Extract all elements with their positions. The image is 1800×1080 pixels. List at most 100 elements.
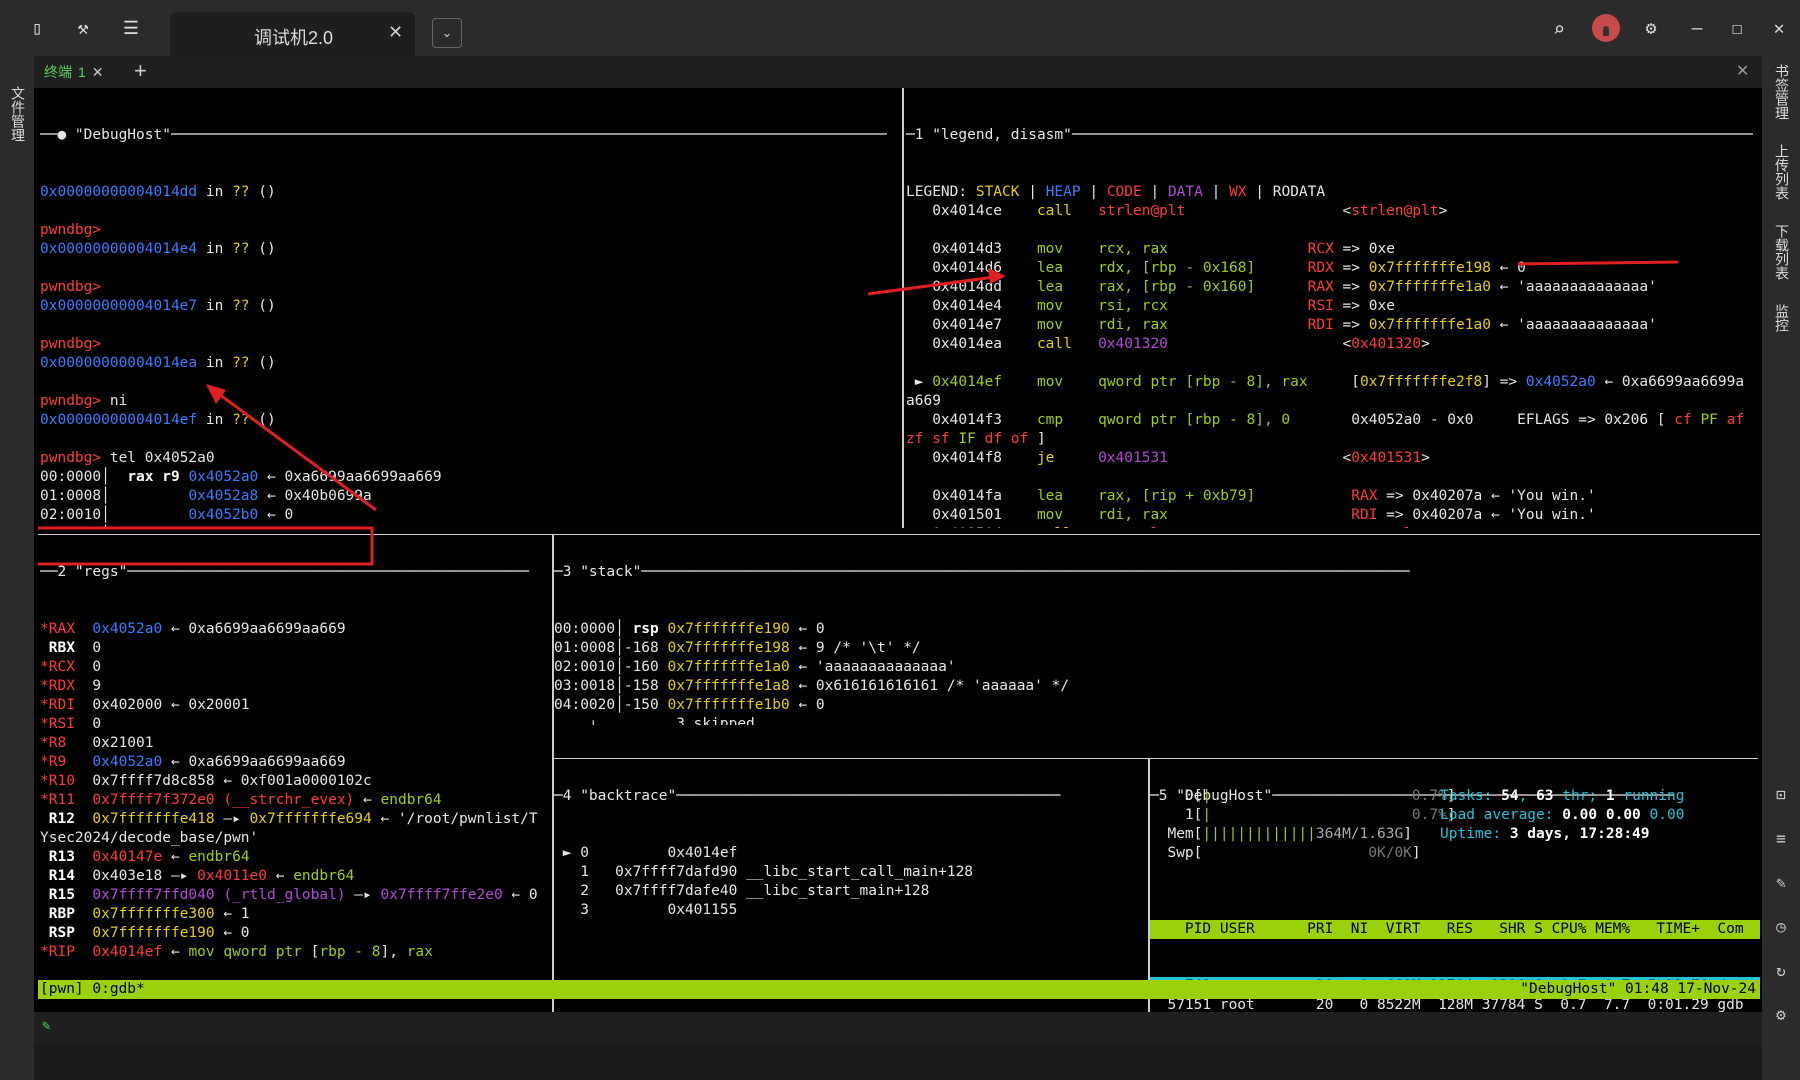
text-segment: | — [1019, 184, 1046, 200]
register-row: R14 0x403e18 —▸ 0x4011e0 ← endbr64 — [40, 867, 552, 886]
close-window-icon[interactable]: ✕ — [1773, 18, 1785, 39]
text-segment: 0x401531 — [1098, 450, 1168, 466]
pane-divider[interactable] — [1148, 758, 1150, 1068]
text-segment: 0x7fffffffe198 — [1368, 260, 1491, 276]
process-row[interactable]: 57151 root 20 0 8522M 128M 37784 S 0.7 7… — [1150, 997, 1744, 1013]
list-icon[interactable]: ≡ — [1776, 829, 1786, 848]
close-panel-icon[interactable]: ✕ — [1736, 63, 1750, 80]
gear-icon[interactable]: ⚙ — [1645, 18, 1657, 39]
text-segment: HEAP — [1045, 184, 1081, 200]
text-segment: > — [1438, 203, 1448, 219]
refresh-icon[interactable]: ↻ — [1776, 961, 1786, 980]
text-segment: qword ptr [rbp - 8], 0 — [1098, 412, 1291, 428]
tab-close-icon[interactable]: ✕ — [91, 64, 104, 80]
text-segment: ?? — [232, 355, 250, 371]
text-segment: 0x401504 — [906, 526, 1037, 528]
pane-divider[interactable] — [902, 88, 904, 528]
add-tab-button[interactable]: + — [134, 58, 147, 83]
text-segment: 0x00000000004014dd — [40, 184, 198, 200]
htop-meter: 1[| 0.7%] — [1150, 806, 1456, 825]
text-segment: mov qword ptr — [188, 944, 311, 960]
stack-pane[interactable]: ─3 "stack"──────────────────────────────… — [554, 525, 1758, 725]
text-segment — [1168, 507, 1351, 523]
text-segment: 0[ — [1150, 788, 1203, 804]
backtrace-pane[interactable]: ─4 "backtrace"──────────────────────────… — [554, 749, 1146, 1049]
sidebar-item-uploads[interactable]: 上传列表 — [1774, 144, 1790, 200]
text-segment — [1211, 788, 1412, 804]
avatar[interactable] — [1592, 14, 1620, 42]
tab-debug-machine[interactable]: 调试机2.0 ✕ — [170, 12, 415, 56]
stack-row: ... ↓ 3 skipped — [554, 715, 1758, 725]
text-segment: < — [1167, 336, 1352, 352]
text-segment: pwndbg> — [40, 393, 102, 409]
tmux-session[interactable]: [pwn] 0:gdb* — [40, 981, 145, 997]
minimize-icon[interactable]: — — [1691, 18, 1703, 39]
sidebar-item-monitor[interactable]: 监控 — [1774, 304, 1790, 332]
regs-pane[interactable]: ──2 "regs"──────────────────────────────… — [40, 525, 552, 1055]
console-line: pwndbg> ni — [40, 392, 900, 411]
process-table-header[interactable]: PID USER PRI NI VIRT RES SHR S CPU% MEM%… — [1150, 920, 1760, 939]
history-icon[interactable]: ◷ — [1776, 917, 1786, 936]
text-segment: puts@plt — [1098, 526, 1168, 528]
tab-dropdown-button[interactable]: ⌄ — [432, 18, 462, 48]
settings-icon[interactable]: ⚙ — [1776, 1005, 1786, 1024]
disasm-line: 0x4014e4 mov rsi, rcx RSI => 0xe — [906, 297, 1756, 316]
text-segment: 0x7fffffffe1a8 — [667, 678, 790, 694]
text-segment: ← 0 — [1490, 260, 1526, 276]
disasm-line: zf sf IF df of ] — [906, 430, 1756, 449]
text-segment: mov — [1036, 374, 1064, 390]
console-line: 01:0008│ 0x4052a8 ← 0x40b0699a — [40, 487, 900, 506]
pane-divider[interactable] — [38, 534, 1760, 535]
terminal-screen[interactable]: ──● "DebugHost"─────────────────────────… — [38, 88, 1760, 1068]
text-segment: 0x00000000004014e7 — [40, 298, 198, 314]
pane-divider[interactable] — [554, 758, 1758, 759]
text-segment: ], — [380, 944, 407, 960]
text-segment: 0x00000000004014ef — [40, 412, 198, 428]
text-segment: RDX — [1307, 260, 1334, 276]
text-segment: 0x21001 — [66, 735, 154, 751]
text-segment: rsp — [632, 621, 659, 637]
pane-divider[interactable] — [552, 534, 554, 1068]
text-segment: () — [249, 355, 276, 371]
bookmark-icon[interactable]: ▯ — [31, 18, 43, 39]
text-segment: 0x401501 — [906, 507, 1037, 523]
disasm-pane[interactable]: ─1 "legend, disasm"─────────────────────… — [906, 88, 1756, 528]
text-segment: ← '/root/pwnlist/T — [371, 811, 538, 827]
pen-icon[interactable]: ✎ — [42, 1018, 51, 1034]
text-segment: 0x4014f8 — [906, 450, 1037, 466]
text-segment: df of — [984, 431, 1029, 447]
terminal-icon[interactable]: ⊡ — [1776, 785, 1786, 804]
text-segment: ← 0x616161616161 /* 'aaaaaa' */ — [789, 678, 1070, 694]
text-segment: qword ptr [rbp - 8], rax — [1098, 374, 1308, 390]
text-segment: puts@plt — [1351, 526, 1421, 528]
pane-header: ─5 "DebugHost"──────────────────────────… — [1150, 788, 1674, 804]
text-segment: 0x4052a0 — [1525, 374, 1596, 390]
sidebar-item-downloads[interactable]: 下载列表 — [1774, 224, 1790, 280]
tab-close-button[interactable]: ✕ — [388, 22, 404, 42]
sidebar-item-file-manager[interactable]: 文件管理 — [10, 86, 26, 142]
maximize-icon[interactable]: ☐ — [1731, 18, 1743, 39]
register-row: RSP 0x7fffffffe190 ← 0 — [40, 924, 552, 943]
text-segment: ... ↓ 3 skipped — [554, 716, 755, 725]
console-line: pwndbg> — [40, 221, 900, 240]
sidebar-item-bookmarks[interactable]: 书签管理 — [1774, 64, 1790, 120]
text-segment: | — [1202, 788, 1212, 804]
text-segment: 0x7fffffffe198 — [667, 640, 790, 656]
edit-icon[interactable]: ✎ — [1776, 873, 1786, 892]
text-segment: 0x7fffffffe418 — [92, 811, 215, 827]
list-icon[interactable]: ☰ — [122, 18, 140, 39]
search-icon[interactable]: ⌕ — [1552, 17, 1566, 41]
text-segment: ?? — [232, 412, 250, 428]
backtrace-frame: 2 0x7ffff7dafe40 __libc_start_main+128 — [554, 882, 1146, 901]
text-segment: 0x4052a0 — [92, 754, 163, 770]
wrench-icon[interactable]: ⚒ — [77, 18, 89, 39]
gdb-console-pane[interactable]: ──● "DebugHost"─────────────────────────… — [40, 88, 900, 528]
text-segment: => — [1333, 279, 1369, 295]
text-segment: 0x4014d6 — [906, 260, 1037, 276]
text-segment: ← — [162, 849, 189, 865]
text-segment: => 0x40207a ← 'You win.' — [1377, 488, 1596, 504]
console-line — [40, 430, 900, 449]
text-segment: RSI — [1307, 298, 1334, 314]
